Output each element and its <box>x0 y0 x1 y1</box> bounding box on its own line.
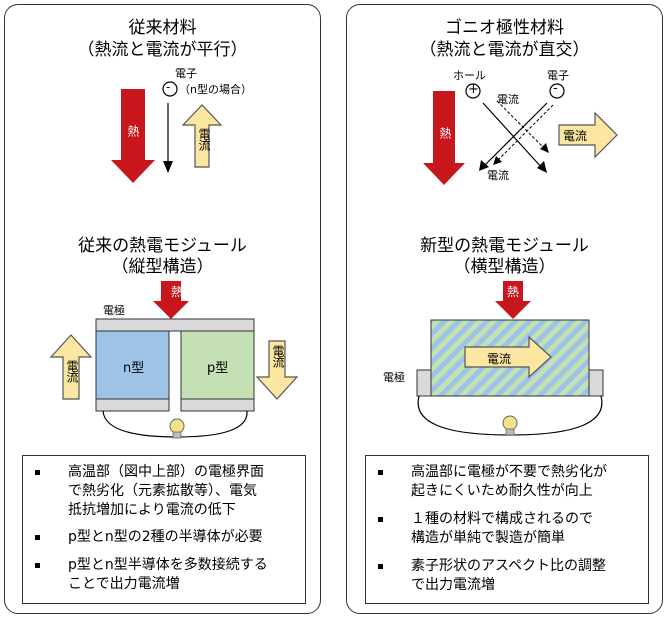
right-current-arrow <box>255 340 299 400</box>
heat-label: 熱 <box>126 125 140 136</box>
left-title-line2: （熱流と電流が平行） <box>77 40 248 60</box>
left-current-arrow <box>49 334 93 400</box>
left-title-line1: 従来材料 <box>128 18 197 38</box>
bullet-item: 高温部（図中上部）の電極界面 で熱劣化（元素拡散等）、電気 抵抗増加により電流の… <box>35 463 297 521</box>
right-module-title-line1: 新型の熱電モジュール <box>420 236 589 256</box>
right-module-title-line2: （横型構造） <box>453 257 556 277</box>
module-heat-label: 熱 <box>171 285 184 299</box>
module-heat-arrow <box>153 281 189 319</box>
current-label: 電流 <box>197 128 211 150</box>
current-upper-label: 電流 <box>497 93 519 106</box>
right-title-line1: ゴニオ極性材料 <box>445 18 564 38</box>
module-current-arrow <box>464 335 552 379</box>
heat-arrow <box>423 91 465 185</box>
left-panel: 従来材料 （熱流と電流が平行） 電子 （n型の場合） <box>4 4 321 614</box>
electron-minus: - <box>166 80 171 94</box>
module-current-label: 電流 <box>487 352 512 366</box>
light-bulb-icon <box>502 415 518 436</box>
bullet-item: p型とn型半導体を多数接続する ことで出力電流増 <box>35 556 297 596</box>
electron-circle <box>162 81 178 97</box>
bottom-electrode-right <box>180 398 255 412</box>
electrode-label: 電極 <box>383 371 405 384</box>
electrode-label: 電極 <box>103 304 125 317</box>
left-module-title-line1: 従来の熱電モジュール <box>78 236 247 256</box>
current-lower-label: 電流 <box>487 169 509 182</box>
electron-label: 電子 <box>547 69 569 82</box>
current-arrow-up <box>181 104 223 168</box>
hole-label: ホール <box>453 69 486 82</box>
left-bullet-box: 高温部（図中上部）の電極界面 で熱劣化（元素拡散等）、電気 抵抗増加により電流の… <box>22 455 306 604</box>
side-electrode-left <box>416 369 432 397</box>
electron-circle <box>549 83 565 99</box>
electron-minus: - <box>553 81 558 96</box>
left-diagram <box>49 81 299 439</box>
current-label: 電流 <box>563 129 588 143</box>
heat-arrow <box>111 89 155 183</box>
module-heat-arrow <box>495 281 531 319</box>
electron-arrow-head <box>163 161 173 173</box>
right-bullet-box: 高温部に電極が不要で熱劣化が 起きにくいため耐久性が向上 １種の材料で構成される… <box>365 455 649 604</box>
right-panel: ゴニオ極性材料 （熱流と電流が直交） <box>346 4 663 614</box>
bullet-item: 素子形状のアスペクト比の調整 で出力電流増 <box>378 557 640 597</box>
p-type-label: p型 <box>207 361 229 376</box>
electron-label: 電子 <box>175 67 197 80</box>
hole-plus: + <box>468 82 479 97</box>
right-diagram <box>416 83 618 436</box>
heat-label: 熱 <box>438 127 452 138</box>
right-current-label: 電流 <box>271 345 285 367</box>
left-module-title-line2: （縦型構造） <box>111 257 214 277</box>
bullet-item: １種の材料で構成されるので 構造が単純で製造が簡単 <box>378 510 640 550</box>
bullet-item: 高温部に電極が不要で熱劣化が 起きにくいため耐久性が向上 <box>378 463 640 503</box>
current-arrow-right <box>558 111 618 159</box>
side-electrode-right <box>588 369 604 397</box>
electron-note: （n型の場合） <box>179 83 252 96</box>
bottom-electrode-left <box>95 398 170 412</box>
module-heat-label: 熱 <box>507 285 520 299</box>
n-type-block <box>95 330 170 400</box>
p-type-block <box>180 330 255 400</box>
hole-circle <box>465 83 481 99</box>
left-current-label: 電流 <box>65 360 79 382</box>
n-type-label: n型 <box>123 361 145 376</box>
right-title-line2: （熱流と電流が直交） <box>419 40 590 60</box>
top-electrode <box>95 318 255 332</box>
light-bulb-icon <box>169 418 185 439</box>
bullet-item: p型とn型の2種の半導体が必要 <box>35 528 297 548</box>
